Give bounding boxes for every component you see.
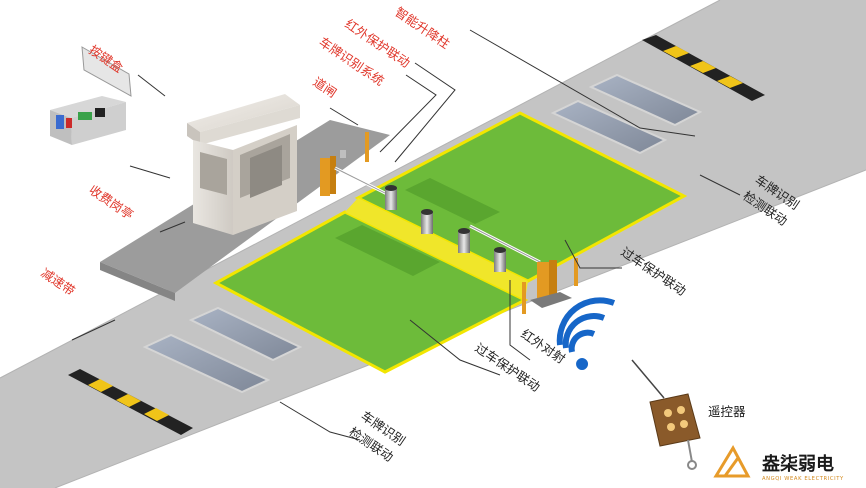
brand: 盎柒弱电 ANGQI WEAK ELECTRICITY [713, 444, 844, 482]
label-smart-bollard: 智能升降柱 [392, 4, 452, 51]
label-pass-protect-bottom: 过车保护联动 [472, 340, 543, 394]
loop-zone-upper [354, 111, 688, 283]
barrier-gate-right [469, 224, 578, 314]
speed-bump-upper [642, 35, 765, 101]
detection-pads-upper [550, 73, 703, 155]
remote-control-icon [631, 359, 701, 470]
brand-logo-icon [713, 444, 751, 478]
brand-name-cn: 盎柒弱电 [762, 453, 834, 475]
leader-lines [71, 29, 741, 441]
road-edge-upper [0, 0, 721, 379]
inner-loop-lower [335, 225, 440, 276]
label-remote: 遥控器 [708, 404, 746, 419]
label-barrier-gate: 道闸 [310, 74, 339, 100]
label-speed-bump: 减速带 [38, 265, 77, 298]
toll-booth [187, 94, 300, 235]
speed-bump-lower [68, 369, 193, 435]
detection-pads-lower [142, 306, 303, 394]
smart-bollards [385, 185, 506, 272]
control-box-icon [50, 46, 132, 145]
wifi-signal-icon [556, 297, 616, 370]
label-toll-booth: 收费岗亭 [86, 182, 136, 222]
booth-island-edge [100, 262, 175, 301]
yellow-lane [345, 198, 528, 300]
brand-name-en: ANGQI WEAK ELECTRICITY [762, 476, 844, 482]
inner-loop-upper [405, 178, 500, 224]
